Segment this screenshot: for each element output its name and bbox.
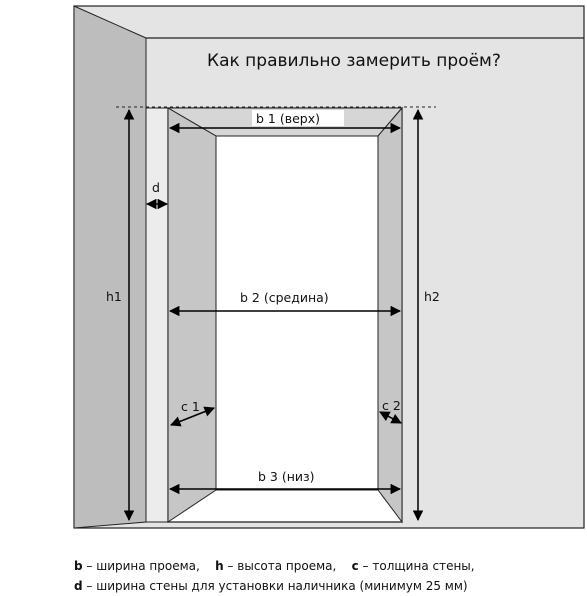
inner-opening	[215, 135, 379, 491]
c2-label: c 2	[382, 398, 401, 413]
b1-label: b 1 (верх)	[256, 111, 320, 126]
legend-key-d: d	[74, 579, 83, 593]
c1-arrow	[170, 406, 215, 427]
wall-thickness-strip	[145, 107, 169, 523]
legend: b – ширина проема, h – высота проема, c …	[74, 556, 584, 596]
legend-line-2: d – ширина стены для установки наличника…	[74, 576, 584, 596]
left-side-wall	[73, 5, 147, 529]
legend-key-h: h	[215, 559, 224, 573]
legend-key-c: c	[351, 559, 359, 573]
b3-label: b 3 (низ)	[258, 469, 315, 484]
d-label: d	[152, 180, 160, 195]
legend-text-c: – толщина стены,	[358, 559, 475, 573]
h2-label: h2	[424, 289, 440, 304]
legend-text-d: – ширина стены для установки наличника (…	[82, 579, 468, 593]
b2-label: b 2 (средина)	[240, 290, 329, 305]
right-jamb	[377, 106, 403, 524]
c2-arrow	[379, 411, 402, 424]
diagram-title: Как правильно замерить проём?	[207, 51, 501, 71]
left-jamb	[167, 107, 217, 523]
legend-text-h: – высота проема,	[223, 559, 352, 573]
legend-text-b: – ширина проема,	[82, 559, 216, 573]
legend-line-1: b – ширина проема, h – высота проема, c …	[74, 556, 584, 576]
h1-label: h1	[106, 289, 122, 304]
c1-label: c 1	[181, 399, 200, 414]
legend-key-b: b	[74, 559, 83, 573]
